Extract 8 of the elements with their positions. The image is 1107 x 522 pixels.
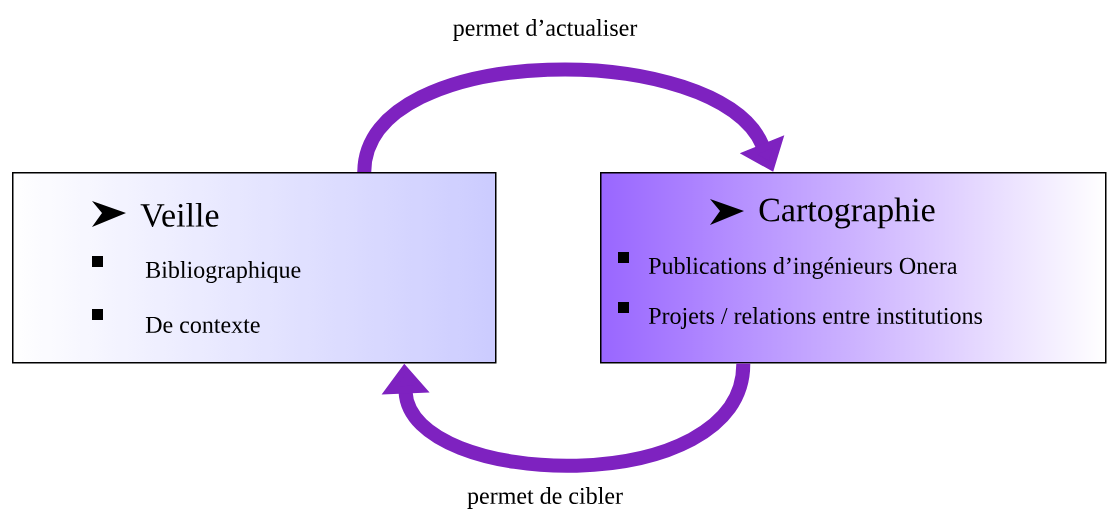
bullet-text: Projets / relations entre institutions: [648, 307, 982, 329]
edge-label: permet d’actualiser: [450, 17, 640, 43]
bullet-text: Publications d’ingénieurs Onera: [648, 257, 958, 279]
bullet-text: Bibliographique: [145, 261, 301, 283]
curved-arrow: [381, 362, 751, 473]
curved-arrow: [357, 62, 785, 174]
bullet-text: De contexte: [145, 317, 260, 333]
edge-label: permet de cibler: [465, 485, 625, 511]
